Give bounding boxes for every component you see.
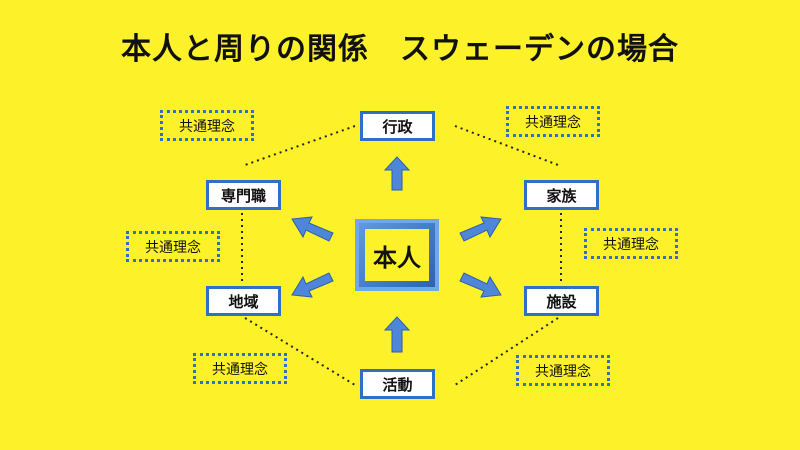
- node-honnin-label: 本人: [365, 229, 429, 281]
- node-honnin: 本人: [355, 219, 439, 291]
- node-gyosei: 行政: [360, 111, 435, 141]
- ideal-bottom-right: 共通理念: [516, 355, 610, 386]
- ideal-mid-left: 共通理念: [126, 231, 220, 262]
- page-title: 本人と周りの関係 スウェーデンの場合: [121, 32, 679, 67]
- arrow-up-from-katsudo: [383, 316, 411, 353]
- node-katsudo: 活動: [360, 369, 435, 399]
- node-shisetsu: 施設: [524, 286, 599, 316]
- connector-gyosei-senmonshoku: [244, 125, 356, 166]
- arrow-to-kazoku: [459, 216, 502, 242]
- node-chiiki: 地域: [206, 286, 281, 316]
- arrow-up-gyosei: [383, 156, 411, 191]
- arrow-to-chiiki: [291, 272, 334, 298]
- node-senmonshoku: 専門職: [206, 180, 281, 210]
- ideal-top-left: 共通理念: [160, 110, 254, 141]
- node-kazoku: 家族: [524, 180, 599, 210]
- arrow-to-senmonshoku: [291, 216, 334, 242]
- ideal-bottom-left: 共通理念: [193, 353, 287, 384]
- connector-gyosei-kazoku: [454, 125, 559, 166]
- ideal-top-right: 共通理念: [506, 106, 600, 137]
- arrow-to-shisetsu: [459, 272, 502, 298]
- connector-shisetsu-katsudo: [454, 317, 559, 386]
- ideal-mid-right: 共通理念: [584, 228, 678, 259]
